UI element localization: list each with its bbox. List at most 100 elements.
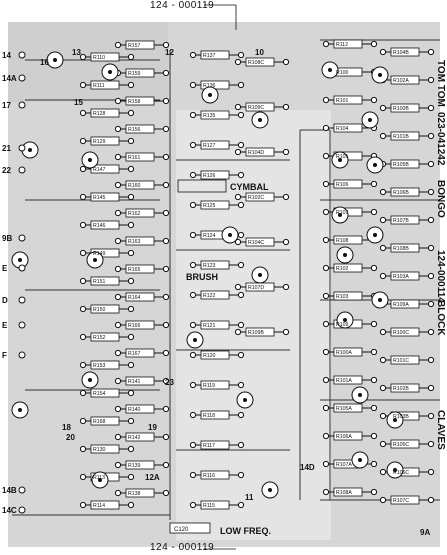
resistor-body-R165 (125, 264, 155, 274)
resistor-label-R145: R145 (93, 195, 106, 201)
resistor-label-R162: R162 (128, 211, 141, 217)
resistor-label-R140: R140 (128, 407, 141, 413)
pad-R100C-b (427, 328, 435, 336)
pad-R168-b (127, 417, 135, 425)
resistor-body-R152 (90, 332, 120, 342)
pad-R130-b (127, 445, 135, 453)
pad-R113-b (127, 473, 135, 481)
pad-R154-a (79, 389, 87, 397)
left-pad-9 (18, 351, 26, 359)
pad-R129-a (79, 137, 87, 145)
misc-pad_15: 15 (74, 98, 83, 107)
pad-R101-b (370, 96, 378, 104)
left-pad-11 (18, 506, 26, 514)
pad-R161-b (162, 153, 170, 161)
resistor-body-R111 (90, 80, 120, 90)
pad-R105-a (322, 152, 330, 160)
pad-R106C-b (427, 468, 435, 476)
resistor-label-R135: R135 (203, 113, 216, 119)
left-pad-2 (18, 101, 26, 109)
resistor-label-R100C: R100C (393, 330, 409, 336)
pad-R147-a (79, 165, 87, 173)
pad-R149-b (127, 249, 135, 257)
resistor-label-R107A: R107A (336, 462, 352, 468)
resistor-body-R159 (125, 68, 155, 78)
pad-R166-b (162, 321, 170, 329)
misc-pad_12a: 12A (145, 473, 160, 482)
pad-R102B-a (379, 384, 387, 392)
resistor-label-R101B: R101B (393, 134, 409, 140)
pad-R108C-a (234, 58, 242, 66)
pad-R127-b (237, 141, 245, 149)
left-pad-7 (18, 296, 26, 304)
pad-R124-b (237, 231, 245, 239)
resistor-label-R102: R102 (336, 266, 349, 272)
pad-R152-b (127, 333, 135, 341)
pad-R106B-b (427, 188, 435, 196)
pad-R160-b (162, 181, 170, 189)
resistor-label-R154: R154 (93, 391, 106, 397)
resistor-label-R106C: R106C (393, 470, 409, 476)
resistor-label-R122: R122 (203, 293, 216, 299)
pad-R112-b (370, 40, 378, 48)
resistor-label-R163: R163 (128, 239, 141, 245)
resistor-body-R108 (333, 235, 363, 245)
resistor-label-R108A: R108A (336, 490, 352, 496)
transistor-dot-21 (338, 213, 342, 217)
pad-R106-b (370, 180, 378, 188)
resistor-label-R159: R159 (128, 71, 141, 77)
resistor-body-R150 (90, 304, 120, 314)
resistor-label-R113: R113 (93, 475, 105, 481)
pad-R118-a (189, 411, 197, 419)
pad-R121-a (189, 321, 197, 329)
pad-R109-a (322, 320, 330, 328)
resistor-label-R161: R161 (128, 155, 141, 161)
pad-R164-a (114, 293, 122, 301)
pad-R104D-b (282, 148, 290, 156)
transistor-dot-16 (328, 68, 332, 72)
misc-pad_11: 11 (245, 493, 254, 502)
pad-R153-b (127, 361, 135, 369)
resistor-label-R106B: R106B (393, 190, 409, 196)
pad-R103-a (322, 292, 330, 300)
pad-R109A-b (427, 300, 435, 308)
pad-R166-a (114, 321, 122, 329)
resistor-label-R147: R147 (93, 167, 106, 173)
resistor-body-R154 (90, 388, 120, 398)
copper-pour-top-left (8, 22, 168, 102)
pad-R154-b (127, 389, 135, 397)
pad-R105B-b (427, 160, 435, 168)
pad-R107B-b (427, 216, 435, 224)
pad-R109B-b (282, 328, 290, 336)
resistor-body-R116 (200, 470, 230, 480)
resistor-body-R140 (125, 404, 155, 414)
resistor-body-R167 (125, 348, 155, 358)
left-pad-label-9: F (2, 351, 7, 360)
pad-R107A-b (370, 460, 378, 468)
resistor-body-R138 (125, 488, 155, 498)
left-pad-label-3: 21 (2, 144, 11, 153)
resistor-body-R153 (90, 360, 120, 370)
transistor-dot-3 (88, 158, 92, 162)
pad-R102C-b (282, 193, 290, 201)
pad-R105A-a (322, 404, 330, 412)
pad-R108B-a (379, 244, 387, 252)
resistor-body-R141 (125, 376, 155, 386)
left-pad-label-4: 22 (2, 166, 11, 175)
left-pad-label-10: 14B (2, 486, 17, 495)
misc-pad_9a: 9A (420, 528, 430, 537)
pad-R167-b (162, 349, 170, 357)
resistor-body-R101B (390, 131, 420, 141)
transistor-dot-23 (343, 253, 347, 257)
left-pad-6 (18, 264, 26, 272)
transistor-dot-27 (393, 418, 397, 422)
resistor-body-R106 (333, 179, 363, 189)
pad-R140-a (114, 405, 122, 413)
misc-pad_23: 23 (165, 378, 174, 387)
resistor-body-R117 (200, 440, 230, 450)
resistor-body-R104C (245, 237, 275, 247)
resistor-body-R126 (200, 170, 230, 180)
resistor-label-R102A: R102A (393, 78, 409, 84)
pad-R167-a (114, 349, 122, 357)
resistor-label-R105A: R105A (336, 406, 352, 412)
